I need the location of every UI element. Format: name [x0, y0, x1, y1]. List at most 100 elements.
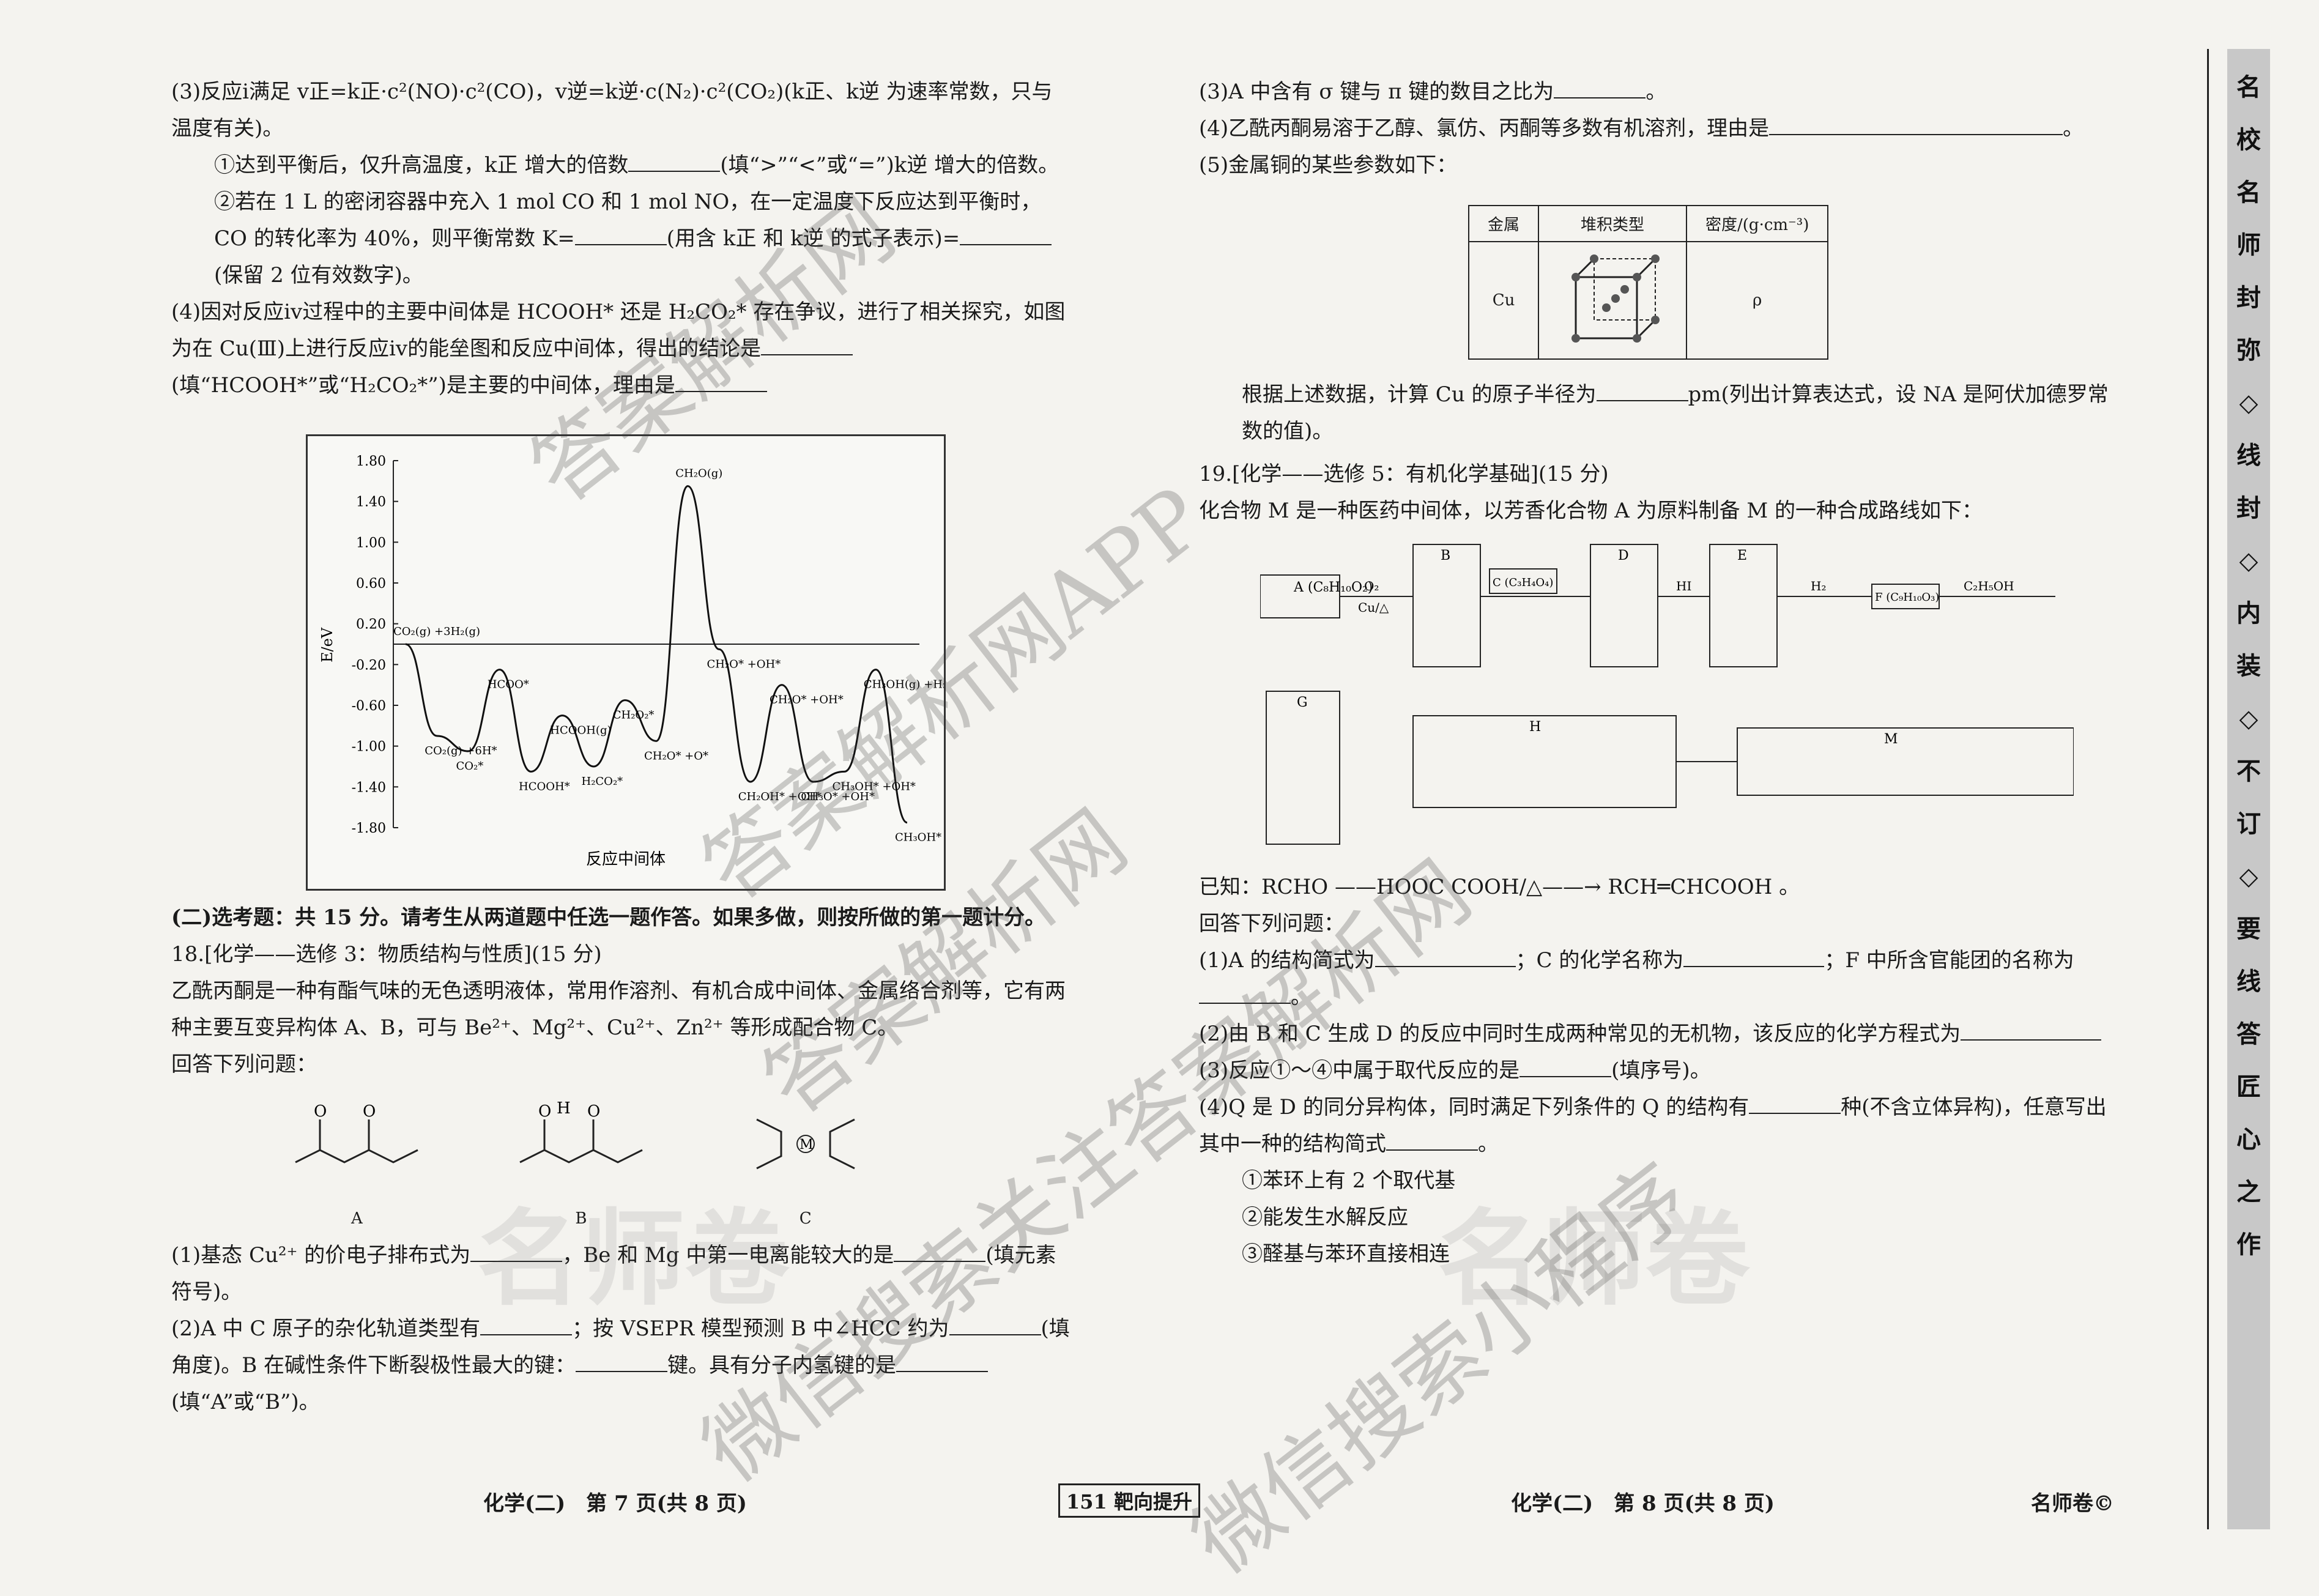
svg-text:H: H — [557, 1099, 571, 1118]
binding-char: 线 — [2236, 967, 2261, 996]
svg-text:O: O — [587, 1102, 600, 1121]
intermediate-label: CH₂O* +OH* — [770, 694, 844, 707]
y-tick-label: -0.60 — [352, 699, 386, 714]
y-tick-label: 1.40 — [356, 495, 386, 510]
svg-text:G: G — [1297, 695, 1308, 710]
question-18-intro: 乙酰丙酮是一种有酯气味的无色透明液体，常用作溶剂、有机合成中间体、金属络合剂等，… — [171, 979, 1066, 1040]
svg-text:M: M — [1884, 732, 1898, 747]
route-label-a: A (C₈H₁₀O₂) — [1293, 580, 1373, 595]
question-18-part-4: (4)乙酰丙酮易溶于乙醇、氯仿、丙酮等多数有机溶剂，理由是。 — [1199, 116, 2084, 141]
binding-char: 线 — [2236, 441, 2261, 470]
table-header-cell: 堆积类型 — [1538, 205, 1688, 242]
intermediate-label: HCOOH(g) — [550, 724, 611, 737]
binding-char: 要 — [2236, 915, 2261, 943]
binding-char: 之 — [2236, 1178, 2261, 1206]
y-tick-label: 1.00 — [356, 535, 386, 551]
question-18-part-1: (1)基态 Cu²⁺ 的价电子排布式为，Be 和 Mg 中第一电离能较大的是(填… — [171, 1243, 1056, 1304]
svg-text:E: E — [1737, 548, 1747, 563]
right-column-lower: 已知：RCHO ——HOOC COOH/△——→ RCH═CHCOOH 。 回答… — [1199, 869, 2117, 1272]
y-tick-label: -1.00 — [352, 740, 386, 755]
intermediate-label: CH₃OH* +H₂O* — [895, 831, 944, 844]
binding-strip — [2227, 49, 2270, 1529]
left-column-lower: (二)选考题：共 15 分。请考生从两道题中任选一题作答。如果多做，则按所做的第… — [171, 899, 1070, 1420]
svg-text:C₂H₅OH: C₂H₅OH — [1964, 579, 2014, 593]
question-18-title: 18.[化学——选修 3：物质结构与性质](15 分) — [171, 942, 602, 967]
svg-text:M: M — [800, 1137, 814, 1152]
y-tick-label: 1.80 — [356, 454, 386, 469]
question-19-part-2: (2)由 B 和 C 生成 D 的反应中同时生成两种常见的无机物，该反应的化学方… — [1199, 1015, 2117, 1052]
intermediate-label: CH₂O* +O* — [644, 749, 708, 762]
known-reaction: 已知：RCHO ——HOOC COOH/△——→ RCH═CHCOOH 。 — [1199, 875, 1800, 899]
binding-text: 名校名师封弥◇线封◇内装◇不订◇要线答匠心之作 — [2232, 61, 2265, 1271]
intermediate-label: HCOOH* — [519, 780, 570, 793]
binding-char: ◇ — [2239, 862, 2258, 891]
copper-parameter-table: 金属 堆积类型 密度/(g·cm⁻³) Cu ρ — [1467, 205, 1829, 360]
watermark-logo: 名师卷 — [1438, 1198, 1750, 1320]
question-19-answer-prompt: 回答下列问题： — [1199, 911, 1345, 936]
question-18-part-3: (3)A 中含有 σ 键与 π 键的数目之比为。 — [1199, 80, 1667, 104]
y-tick-label: -0.20 — [352, 658, 386, 673]
structure-c-label: C — [799, 1209, 812, 1228]
footer-center-mark: 151 靶向提升 — [1058, 1483, 1200, 1518]
table-cell-packing — [1538, 241, 1688, 360]
binding-line — [2207, 49, 2209, 1529]
question-4-stem: (4)因对反应ⅳ过程中的主要中间体是 HCOOH* 还是 H₂CO₂* 存在争议… — [171, 300, 1066, 398]
condition-3: ③醛基与苯环直接相连 — [1242, 1242, 1450, 1266]
section-2-heading: (二)选考题：共 15 分。请考生从两道题中任选一题作答。如果多做，则按所做的第… — [171, 905, 1046, 930]
binding-char: ◇ — [2239, 546, 2258, 575]
binding-char: 匠 — [2236, 1072, 2261, 1101]
binding-char: 封 — [2236, 283, 2261, 312]
binding-char: 封 — [2236, 494, 2261, 522]
binding-char: 答 — [2236, 1020, 2261, 1049]
intermediate-label: CO₂(g) +3H₂(g) — [393, 625, 480, 638]
question-19-part-4: (4)Q 是 D 的同分异构体，同时满足下列条件的 Q 的结构有种(不含立体异构… — [1199, 1095, 2107, 1156]
synthesis-route-drawing: A (C₈H₁₀O₂) O₂ Cu/△ B C (C₃H₄O₄) D HI E … — [1260, 544, 2074, 845]
y-tick-label: -1.80 — [352, 821, 386, 836]
question-19-part-3: (3)反应①～④中属于取代反应的是(填序号)。 — [1199, 1058, 1711, 1083]
svg-text:O: O — [314, 1102, 327, 1121]
question-18-part-5: (5)金属铜的某些参数如下： — [1199, 153, 1458, 177]
energy-curve — [405, 485, 908, 824]
structure-c: M C — [732, 1095, 879, 1237]
binding-char: 弥 — [2236, 336, 2261, 365]
binding-char: 师 — [2236, 231, 2261, 259]
svg-text:C (C₃H₄O₄): C (C₃H₄O₄) — [1493, 576, 1553, 589]
svg-text:H: H — [1529, 719, 1541, 735]
intermediate-label: CH₂O(g) — [675, 467, 722, 480]
footer-brand: 名师卷© — [2031, 1491, 2114, 1516]
question-19-part-1: (1)A 的结构简式为；C 的化学名称为；F 中所含官能团的名称为。 — [1199, 948, 2074, 1009]
fcc-cube-icon — [1571, 254, 1660, 343]
structure-c-drawing: M — [755, 1118, 855, 1170]
svg-text:H₂: H₂ — [1811, 579, 1826, 593]
structure-a-label: A — [351, 1209, 363, 1228]
question-18-part-2: (2)A 中 C 原子的杂化轨道类型有；按 VSEPR 模型预测 B 中∠HCC… — [171, 1316, 1070, 1414]
right-column: (3)A 中含有 σ 键与 π 键的数目之比为。 (4)乙酰丙酮易溶于乙醇、氯仿… — [1199, 73, 2117, 184]
condition-2: ②能发生水解反应 — [1242, 1205, 1408, 1230]
svg-text:O₂: O₂ — [1364, 579, 1379, 593]
watermark-logo: 名师卷 — [477, 1198, 790, 1320]
question-3-part-1: ①达到平衡后，仅升高温度，k正 增大的倍数(填“>”“<”或“=”)k逆 增大的… — [214, 153, 1059, 177]
binding-char: 装 — [2236, 651, 2261, 680]
x-axis-label: 反应中间体 — [586, 850, 666, 869]
intermediate-label: CO₂* — [456, 760, 484, 773]
condition-1: ①苯环上有 2 个取代基 — [1242, 1168, 1456, 1193]
intermediate-label: CH₂OH* +OH* — [738, 790, 822, 803]
intermediate-label: HCOO* — [488, 678, 529, 691]
intermediate-label: CH₃OH(g) +H₂O(g) — [864, 678, 944, 691]
svg-text:B: B — [1441, 548, 1450, 563]
svg-text:O: O — [538, 1102, 551, 1121]
table-row: Cu ρ — [1467, 241, 1829, 360]
question-19-intro: 化合物 M 是一种医药中间体，以芳香化合物 A 为原料制备 M 的一种合成路线如… — [1199, 499, 1983, 523]
binding-char: 作 — [2236, 1230, 2261, 1259]
question-18-answer-prompt: 回答下列问题： — [171, 1052, 317, 1077]
binding-char: 心 — [2236, 1125, 2261, 1154]
intermediate-label: H₂CO₂* — [582, 775, 623, 788]
intermediate-label: CO₂(g) +6H* — [425, 744, 497, 757]
left-column: (3)反应ⅰ满足 v正=k正·c²(NO)·c²(CO)，v逆=k逆·c(N₂)… — [171, 73, 1070, 404]
svg-text:Cu/△: Cu/△ — [1358, 600, 1389, 615]
binding-char: 订 — [2236, 809, 2261, 838]
